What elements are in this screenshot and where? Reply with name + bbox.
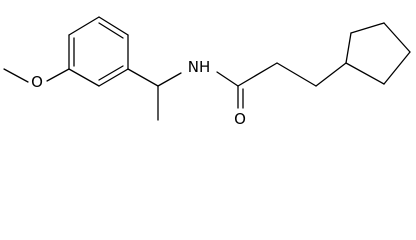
amide-nitrogen-label: NH xyxy=(188,58,211,76)
bond-chain-1 xyxy=(237,62,278,87)
atom-labels: O NH O xyxy=(31,58,246,128)
bond-cyclopentane-4 xyxy=(383,51,411,85)
bond-cyclopentane-3 xyxy=(383,22,411,53)
methoxy-oxygen-label: O xyxy=(31,73,43,91)
bond-cyclopentane-5 xyxy=(345,62,385,85)
bond-cyclopentane-1 xyxy=(345,32,352,64)
bond-ring-6 xyxy=(68,68,100,87)
bond-chain-3 xyxy=(315,62,347,87)
bond-chain-2 xyxy=(276,62,317,87)
bond-ring-chiral xyxy=(127,68,159,87)
bond-chiral-nitrogen xyxy=(157,72,182,87)
bond-ring-2 xyxy=(68,16,100,36)
bond-oxygen-ring xyxy=(46,68,70,82)
bonds xyxy=(3,16,411,121)
bond-ring-5 xyxy=(98,68,129,87)
carbonyl-oxygen-label: O xyxy=(234,110,246,128)
bond-ring-5-inner xyxy=(98,65,124,81)
bond-cyclopentane-2 xyxy=(350,22,385,34)
bond-nitrogen-carbonyl xyxy=(216,71,239,87)
bond-ring-3-inner xyxy=(98,22,124,39)
bond-ring-3 xyxy=(98,16,129,36)
molecule-structure: O NH O xyxy=(3,16,411,128)
bond-methyl-oxygen xyxy=(3,68,29,83)
